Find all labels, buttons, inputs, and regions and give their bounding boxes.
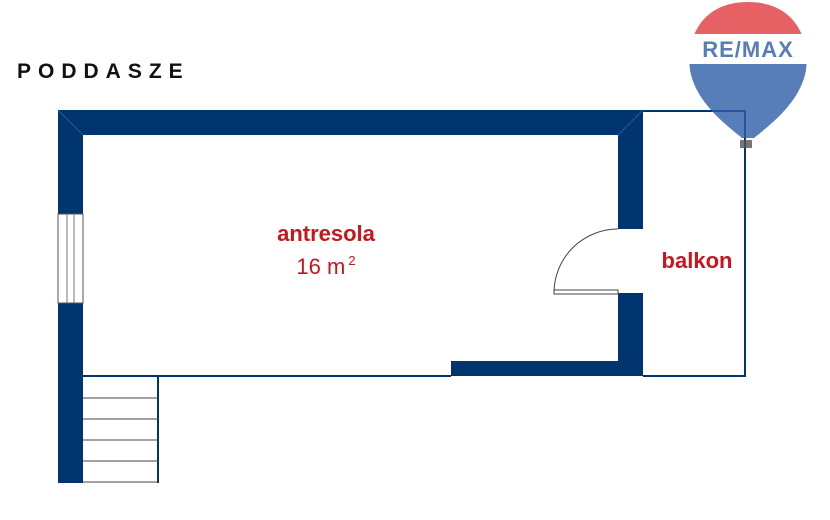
stairs [83, 397, 158, 483]
floor-title: PODDASZE [17, 60, 190, 83]
door-balcony [553, 228, 619, 295]
room-area-value: 16 m [296, 254, 346, 279]
wall-top [58, 110, 643, 135]
outline-lines [83, 110, 746, 483]
window-left [57, 213, 84, 304]
room-name-antresola: antresola [277, 221, 375, 246]
wall-bottom-partial [451, 361, 643, 376]
wall-left-lower [58, 303, 83, 483]
remax-logo: RE/MAX [689, 2, 807, 148]
wall-left-upper [58, 110, 83, 214]
remax-logo-text: RE/MAX [702, 37, 794, 62]
wall-right-upper [618, 110, 643, 229]
room-area-unit-exponent: 2 [348, 253, 356, 268]
room-name-balkon: balkon [661, 248, 733, 273]
walls [57, 109, 644, 483]
